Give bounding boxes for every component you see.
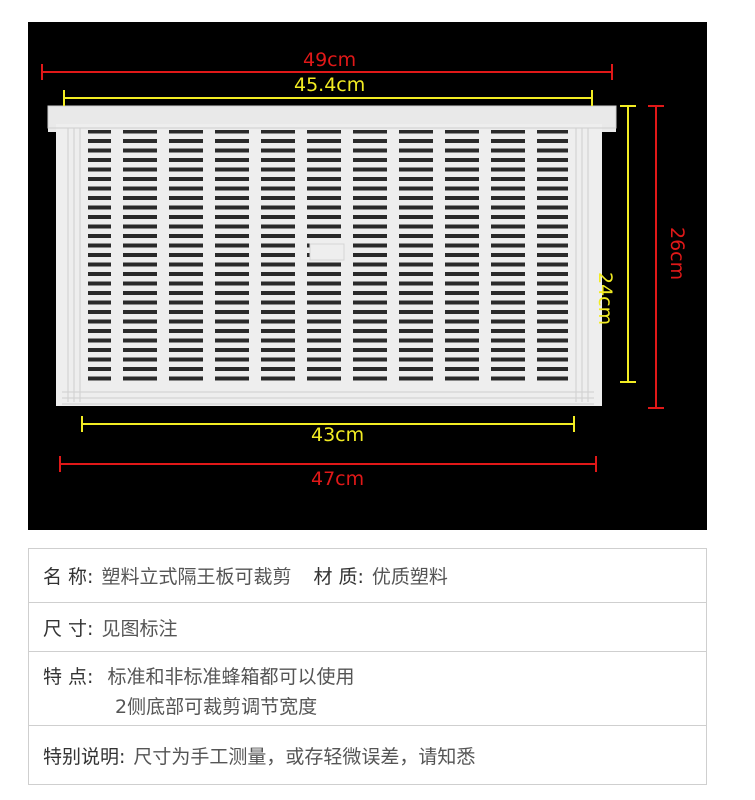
spec-row-feature: 特 点: 标准和非标准蜂箱都可以使用 2侧底部可裁剪调节宽度 <box>28 651 707 725</box>
outer-width-label: 49cm <box>303 49 357 71</box>
outer-height-label: 26cm <box>666 227 688 281</box>
name-label: 名 称: <box>43 566 94 588</box>
feature-line1: 标准和非标准蜂箱都可以使用 <box>107 666 355 688</box>
inner-width-label: 45.4cm <box>294 74 366 96</box>
spec-table: 名 称: 塑料立式隔王板可裁剪 材 质: 优质塑料 尺 寸: 见图标注 特 点:… <box>28 548 707 785</box>
spec-row-name: 名 称: 塑料立式隔王板可裁剪 材 质: 优质塑料 <box>28 548 707 602</box>
size-label: 尺 寸: <box>43 617 94 640</box>
material-label: 材 质: <box>313 566 364 588</box>
product-photo: 49cm 45.4cm 43cm 47cm 24cm 26cm <box>28 22 707 530</box>
spec-row-note: 特别说明: 尺寸为手工测量，或存轻微误差，请知悉 <box>28 725 707 785</box>
bottom-inner-width-label: 43cm <box>311 424 365 446</box>
note-label: 特别说明: <box>43 745 126 768</box>
feature-label: 特 点: <box>43 666 94 688</box>
inner-height-label: 24cm <box>594 272 616 326</box>
dim-line-outer-height <box>648 105 664 409</box>
dim-line-inner-width <box>63 90 593 106</box>
note-value: 尺寸为手工测量，或存轻微误差，请知悉 <box>133 745 476 768</box>
dim-line-bottom-outer <box>59 456 597 472</box>
queen-excluder-illustration <box>41 64 664 472</box>
dim-line-inner-height <box>620 105 636 383</box>
size-value: 见图标注 <box>101 617 178 640</box>
spec-row-size: 尺 寸: 见图标注 <box>28 602 707 651</box>
bottom-outer-width-label: 47cm <box>311 468 365 490</box>
dim-line-outer-width <box>41 64 613 80</box>
feature-line2: 2侧底部可裁剪调节宽度 <box>115 696 318 718</box>
dim-line-bottom-inner <box>81 416 575 432</box>
material-value: 优质塑料 <box>371 566 448 588</box>
name-value: 塑料立式隔王板可裁剪 <box>101 566 292 588</box>
